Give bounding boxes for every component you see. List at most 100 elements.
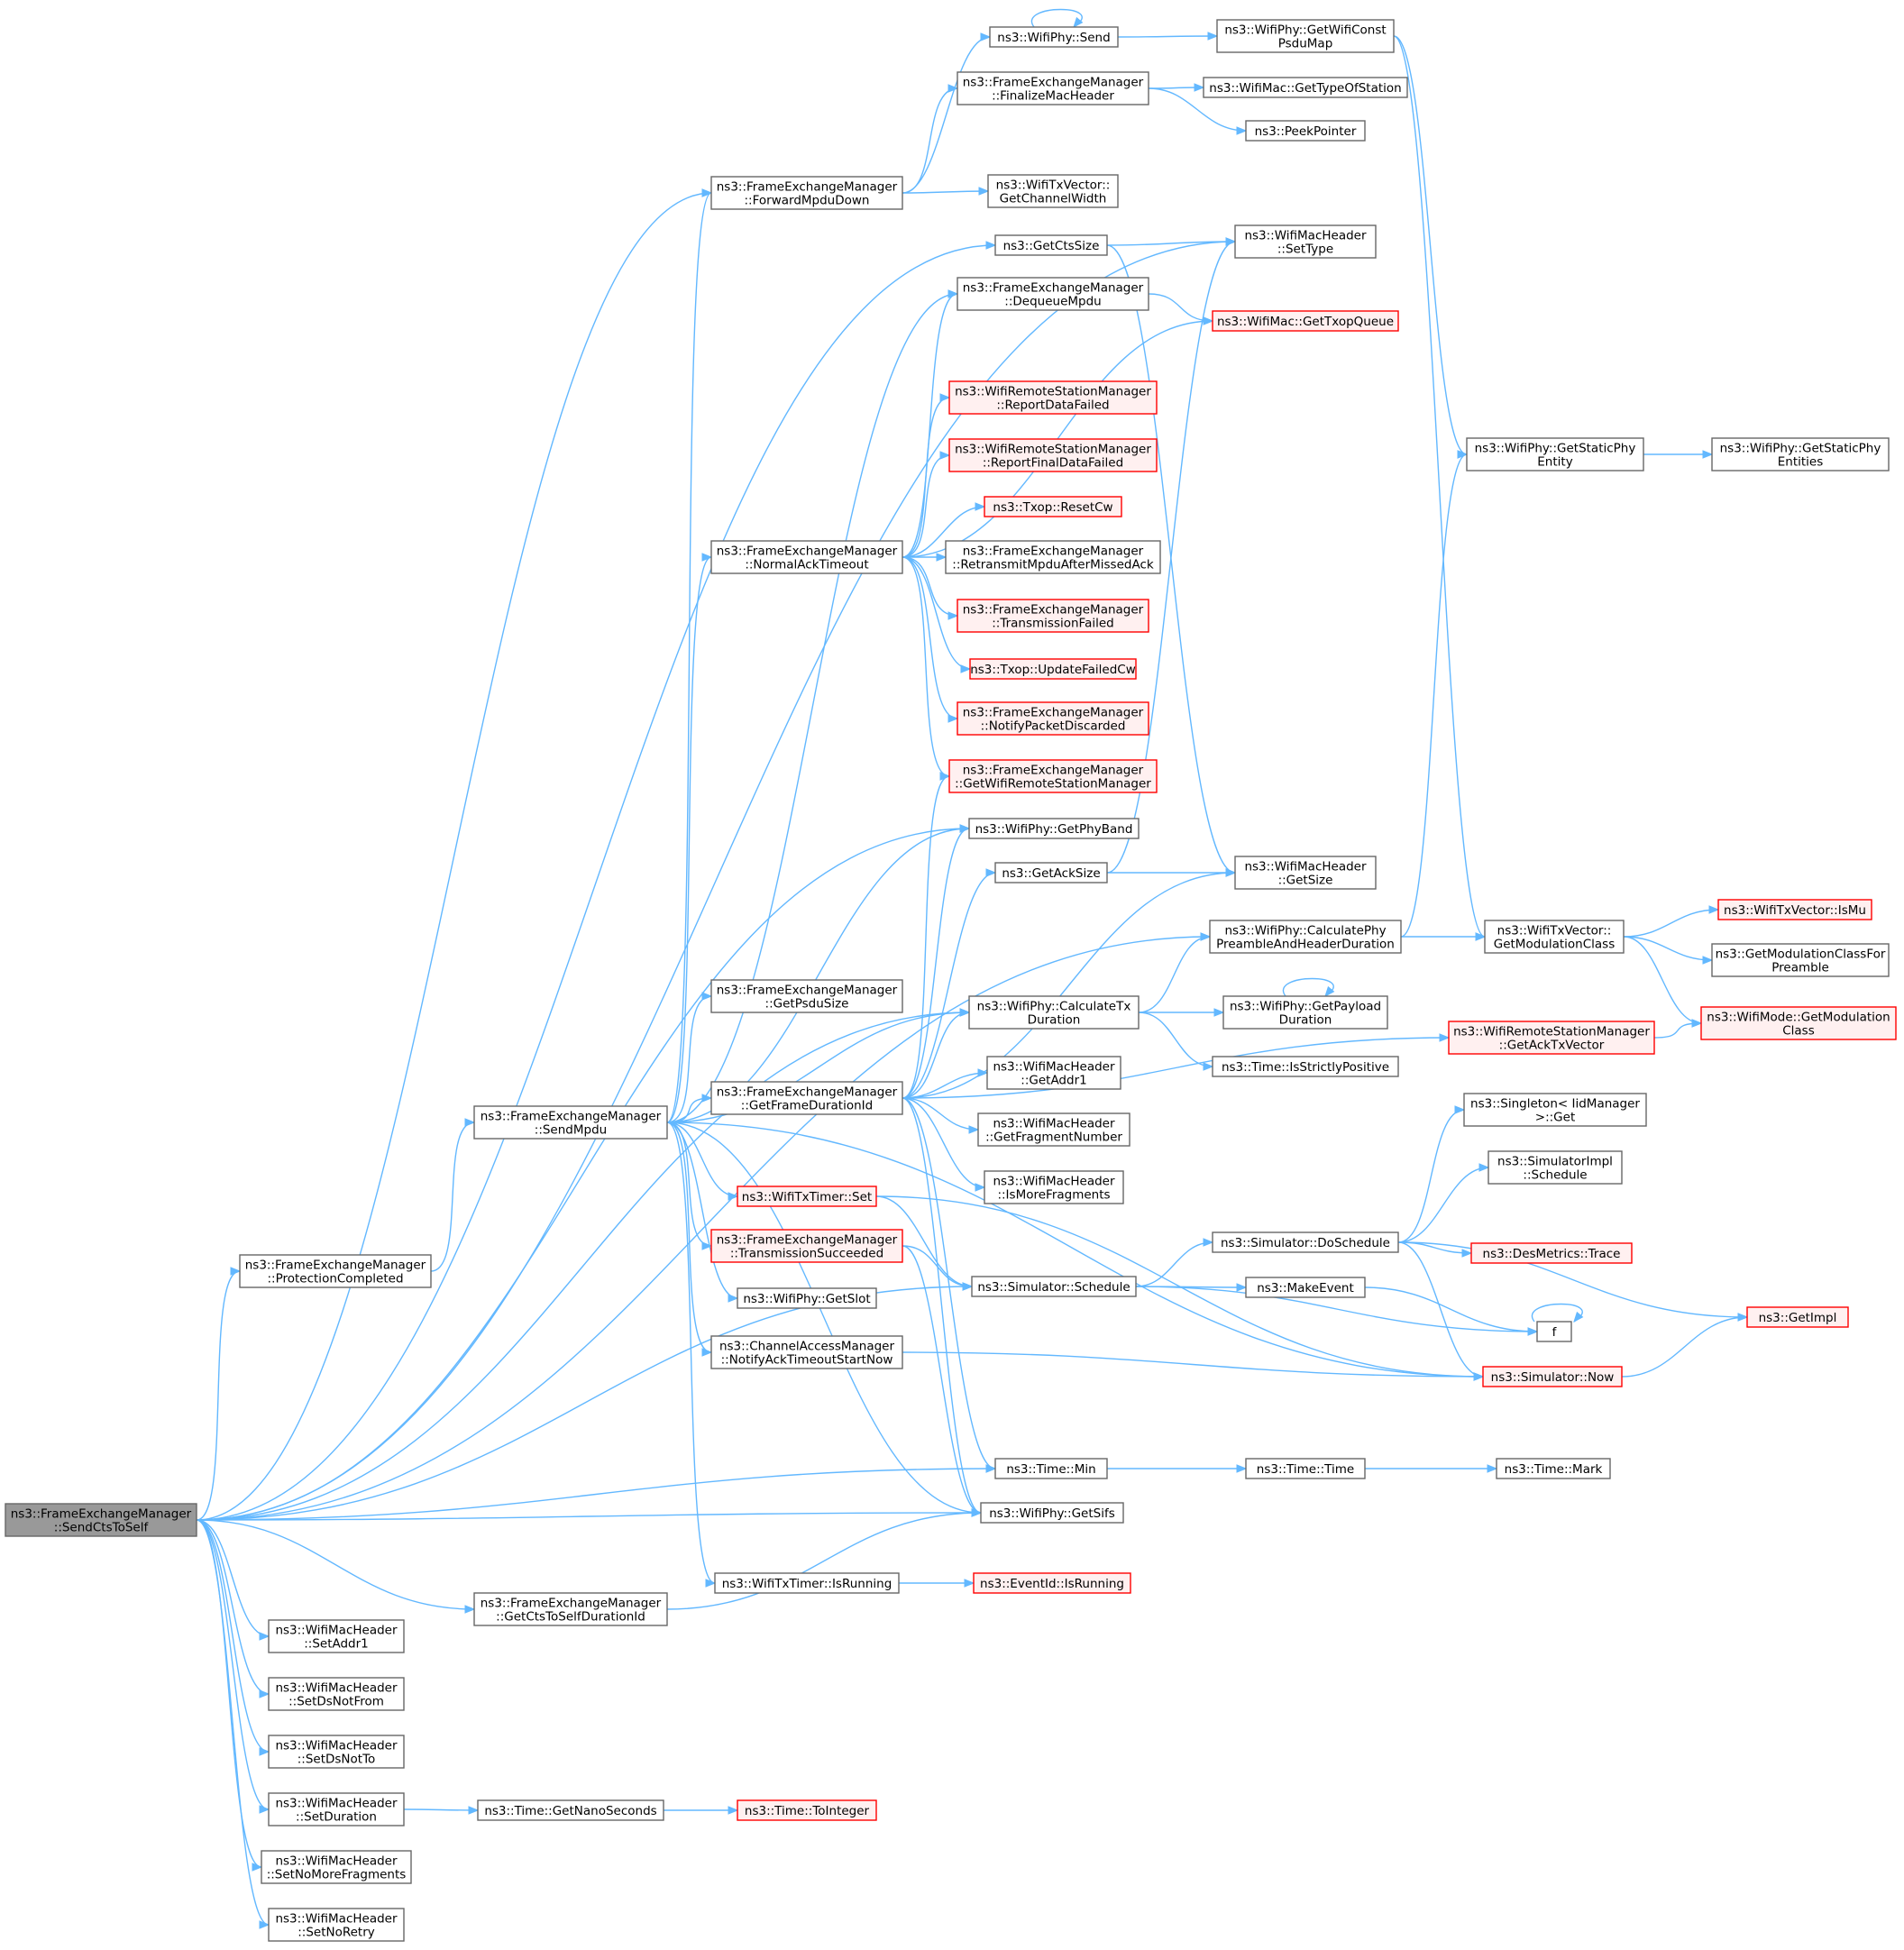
node-is-strictly-positive[interactable]: ns3::Time::IsStrictlyPositive xyxy=(1212,1056,1399,1077)
node-normal-ack-timeout[interactable]: ns3::FrameExchangeManager::NormalAckTime… xyxy=(710,540,903,574)
call-edge xyxy=(1621,1316,1748,1378)
call-edge xyxy=(1531,1303,1583,1323)
node-label: ns3::WifiMacHeader xyxy=(993,1117,1115,1131)
node-report-data-failed[interactable]: ns3::WifiRemoteStationManager::ReportDat… xyxy=(948,380,1158,415)
node-get-cts-to-self-duration-id[interactable]: ns3::FrameExchangeManager::GetCtsToSelfD… xyxy=(473,1592,668,1626)
node-set-no-retry[interactable]: ns3::WifiMacHeader::SetNoRetry xyxy=(268,1908,405,1942)
call-edge xyxy=(902,1245,982,1514)
node-time-min[interactable]: ns3::Time::Min xyxy=(994,1458,1108,1479)
node-label: ns3::WifiPhy::CalculateTx xyxy=(977,1000,1131,1014)
node-set-ds-not-to[interactable]: ns3::WifiMacHeader::SetDsNotTo xyxy=(268,1735,405,1769)
node-wifi-tx-timer-is-running[interactable]: ns3::WifiTxTimer::IsRunning xyxy=(714,1572,900,1594)
node-simulator-schedule[interactable]: ns3::Simulator::Schedule xyxy=(971,1276,1137,1297)
node-get-cts-size[interactable]: ns3::GetCtsSize xyxy=(994,234,1108,256)
node-set-addr1[interactable]: ns3::WifiMacHeader::SetAddr1 xyxy=(268,1619,405,1653)
node-label: ns3::FrameExchangeManager xyxy=(963,281,1144,296)
node-set-type[interactable]: ns3::WifiMacHeader::SetType xyxy=(1234,224,1377,259)
node-wifi-tx-timer-set[interactable]: ns3::WifiTxTimer::Set xyxy=(737,1186,877,1207)
node-get-ack-tx-vector[interactable]: ns3::WifiRemoteStationManager::GetAckTxV… xyxy=(1448,1021,1655,1055)
call-edge xyxy=(902,556,950,777)
node-retransmit-mpdu[interactable]: ns3::FrameExchangeManager::RetransmitMpd… xyxy=(945,540,1161,574)
node-label: ns3::FrameExchangeManager xyxy=(963,76,1144,90)
node-get-modulation-class-tx[interactable]: ns3::WifiTxVector::GetModulationClass xyxy=(1484,920,1625,954)
node-get-impl[interactable]: ns3::GetImpl xyxy=(1746,1306,1849,1328)
node-simulator-now[interactable]: ns3::Simulator::Now xyxy=(1482,1366,1623,1387)
node-get-psdu-size[interactable]: ns3::FrameExchangeManager::GetPsduSize xyxy=(710,979,903,1013)
node-event-id-is-running[interactable]: ns3::EventId::IsRunning xyxy=(973,1572,1131,1594)
node-label: ns3::Time::Time xyxy=(1257,1462,1354,1477)
node-set-duration[interactable]: ns3::WifiMacHeader::SetDuration xyxy=(268,1792,405,1826)
node-report-final-data-failed[interactable]: ns3::WifiRemoteStationManager::ReportFin… xyxy=(948,438,1158,472)
node-get-size[interactable]: ns3::WifiMacHeader::GetSize xyxy=(1234,856,1377,890)
edge-arrowhead xyxy=(975,1183,986,1192)
edge-arrowhead xyxy=(1487,1464,1498,1473)
node-notify-ack-timeout-start-now[interactable]: ns3::ChannelAccessManager::NotifyAckTime… xyxy=(710,1335,903,1369)
node-f[interactable]: f xyxy=(1536,1321,1572,1342)
edge-arrowhead xyxy=(1200,932,1212,941)
call-edge xyxy=(902,506,985,558)
node-time-time[interactable]: ns3::Time::Time xyxy=(1245,1458,1366,1479)
node-reset-cw[interactable]: ns3::Txop::ResetCw xyxy=(984,496,1122,517)
node-update-failed-cw[interactable]: ns3::Txop::UpdateFailedCw xyxy=(969,658,1137,680)
node-notify-packet-discarded[interactable]: ns3::FrameExchangeManager::NotifyPacketD… xyxy=(957,701,1149,736)
node-calculate-phy-preamble[interactable]: ns3::WifiPhy::CalculatePhyPreambleAndHea… xyxy=(1209,920,1402,954)
node-get-sifs[interactable]: ns3::WifiPhy::GetSifs xyxy=(980,1502,1124,1524)
node-finalize-mac-header[interactable]: ns3::FrameExchangeManager::FinalizeMacHe… xyxy=(957,71,1149,105)
node-label: ns3::WifiMacHeader xyxy=(275,1797,398,1811)
node-get-type-of-station[interactable]: ns3::WifiMac::GetTypeOfStation xyxy=(1203,77,1408,98)
node-dequeue-mpdu[interactable]: ns3::FrameExchangeManager::DequeueMpdu xyxy=(957,277,1149,311)
call-edge xyxy=(902,36,991,194)
node-get-ack-size[interactable]: ns3::GetAckSize xyxy=(994,862,1108,883)
node-set-ds-not-from[interactable]: ns3::WifiMacHeader::SetDsNotFrom xyxy=(268,1677,405,1711)
node-box xyxy=(710,540,903,574)
node-label: ::ProtectionCompleted xyxy=(267,1272,403,1286)
node-get-wifi-remote-station-manager[interactable]: ns3::FrameExchangeManager::GetWifiRemote… xyxy=(948,759,1158,793)
node-root[interactable]: ns3::FrameExchangeManager::SendCtsToSelf xyxy=(5,1503,197,1537)
node-time-mark[interactable]: ns3::Time::Mark xyxy=(1496,1458,1611,1479)
node-des-metrics-trace[interactable]: ns3::DesMetrics::Trace xyxy=(1470,1242,1633,1264)
node-label: ::DequeueMpdu xyxy=(1004,295,1101,309)
node-do-schedule[interactable]: ns3::Simulator::DoSchedule xyxy=(1212,1231,1399,1253)
node-set-no-more-fragments[interactable]: ns3::WifiMacHeader::SetNoMoreFragments xyxy=(261,1850,412,1884)
node-transmission-succeeded[interactable]: ns3::FrameExchangeManager::TransmissionS… xyxy=(710,1229,903,1263)
node-forward-mpdu-down[interactable]: ns3::FrameExchangeManager::ForwardMpduDo… xyxy=(710,176,903,210)
call-edge xyxy=(666,1121,982,1514)
node-box xyxy=(710,979,903,1013)
node-singleton-get[interactable]: ns3::Singleton< IidManager >::Get xyxy=(1463,1093,1647,1127)
node-get-slot[interactable]: ns3::WifiPhy::GetSlot xyxy=(737,1287,877,1309)
node-box xyxy=(714,1572,900,1594)
node-time-to-integer[interactable]: ns3::Time::ToInteger xyxy=(737,1799,877,1821)
node-label: ns3::GetAckSize xyxy=(1002,866,1100,881)
node-box xyxy=(994,234,1108,256)
node-make-event[interactable]: ns3::MakeEvent xyxy=(1245,1277,1366,1298)
node-peek-pointer[interactable]: ns3::PeekPointer xyxy=(1245,120,1366,142)
node-label: ns3::WifiPhy::GetPayload xyxy=(1230,1000,1381,1014)
node-label: ::SetNoRetry xyxy=(298,1926,375,1940)
node-get-phy-band[interactable]: ns3::WifiPhy::GetPhyBand xyxy=(968,818,1140,839)
node-label: ns3::Singleton< IidManager xyxy=(1470,1097,1640,1112)
node-wifi-phy-send[interactable]: ns3::WifiPhy::Send xyxy=(989,26,1119,48)
node-simulator-impl-schedule[interactable]: ns3::SimulatorImpl::Schedule xyxy=(1488,1150,1623,1185)
node-get-frame-duration-id[interactable]: ns3::FrameExchangeManager::GetFrameDurat… xyxy=(710,1081,903,1115)
node-get-time-nano-seconds[interactable]: ns3::Time::GetNanoSeconds xyxy=(477,1799,664,1821)
node-transmission-failed[interactable]: ns3::FrameExchangeManager::TransmissionF… xyxy=(957,599,1149,633)
node-get-fragment-number[interactable]: ns3::WifiMacHeader::GetFragmentNumber xyxy=(977,1112,1130,1147)
node-is-mu[interactable]: ns3::WifiTxVector::IsMu xyxy=(1717,899,1872,920)
node-wifi-mode-get-modulation-class[interactable]: ns3::WifiMode::GetModulationClass xyxy=(1700,1006,1897,1040)
node-send-mpdu[interactable]: ns3::FrameExchangeManager::SendMpdu xyxy=(473,1105,668,1140)
node-get-channel-width[interactable]: ns3::WifiTxVector::GetChannelWidth xyxy=(987,174,1119,208)
node-protection-completed[interactable]: ns3::FrameExchangeManager::ProtectionCom… xyxy=(239,1254,432,1288)
call-edge xyxy=(1282,977,1334,997)
node-box xyxy=(473,1105,668,1140)
edge-arrowhead xyxy=(252,1863,263,1872)
node-get-txop-queue[interactable]: ns3::WifiMac::GetTxopQueue xyxy=(1212,310,1399,332)
node-is-more-fragments[interactable]: ns3::WifiMacHeader::IsMoreFragments xyxy=(984,1170,1124,1204)
node-get-addr1[interactable]: ns3::WifiMacHeader::GetAddr1 xyxy=(986,1056,1121,1090)
